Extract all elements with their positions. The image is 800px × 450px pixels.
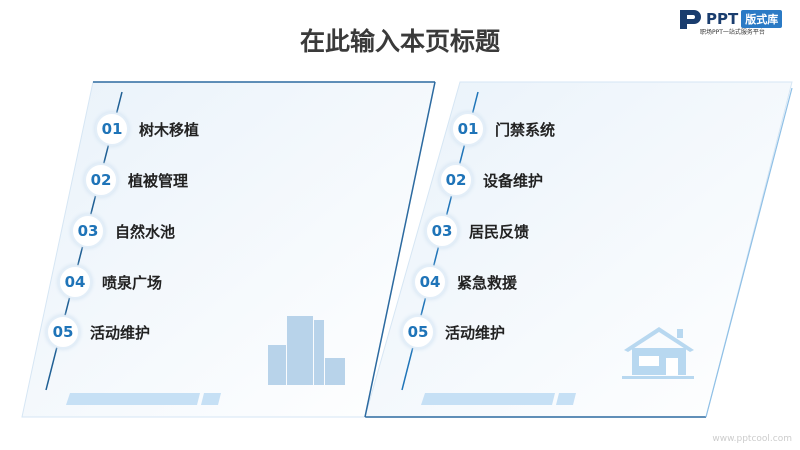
building-icon (268, 316, 345, 385)
logo-p-icon (680, 10, 701, 29)
left-bar (66, 393, 200, 405)
page-title: 在此输入本页标题 (299, 27, 500, 56)
watermark: www.pptcool.com (712, 434, 792, 444)
left-panel (21, 81, 436, 418)
right-bar-small (556, 393, 576, 405)
logo: PPT 版式库 职场PPT一站式服务平台 (678, 8, 783, 36)
left-bar-small (201, 393, 221, 405)
right-panel (364, 81, 793, 418)
right-bar (421, 393, 555, 405)
